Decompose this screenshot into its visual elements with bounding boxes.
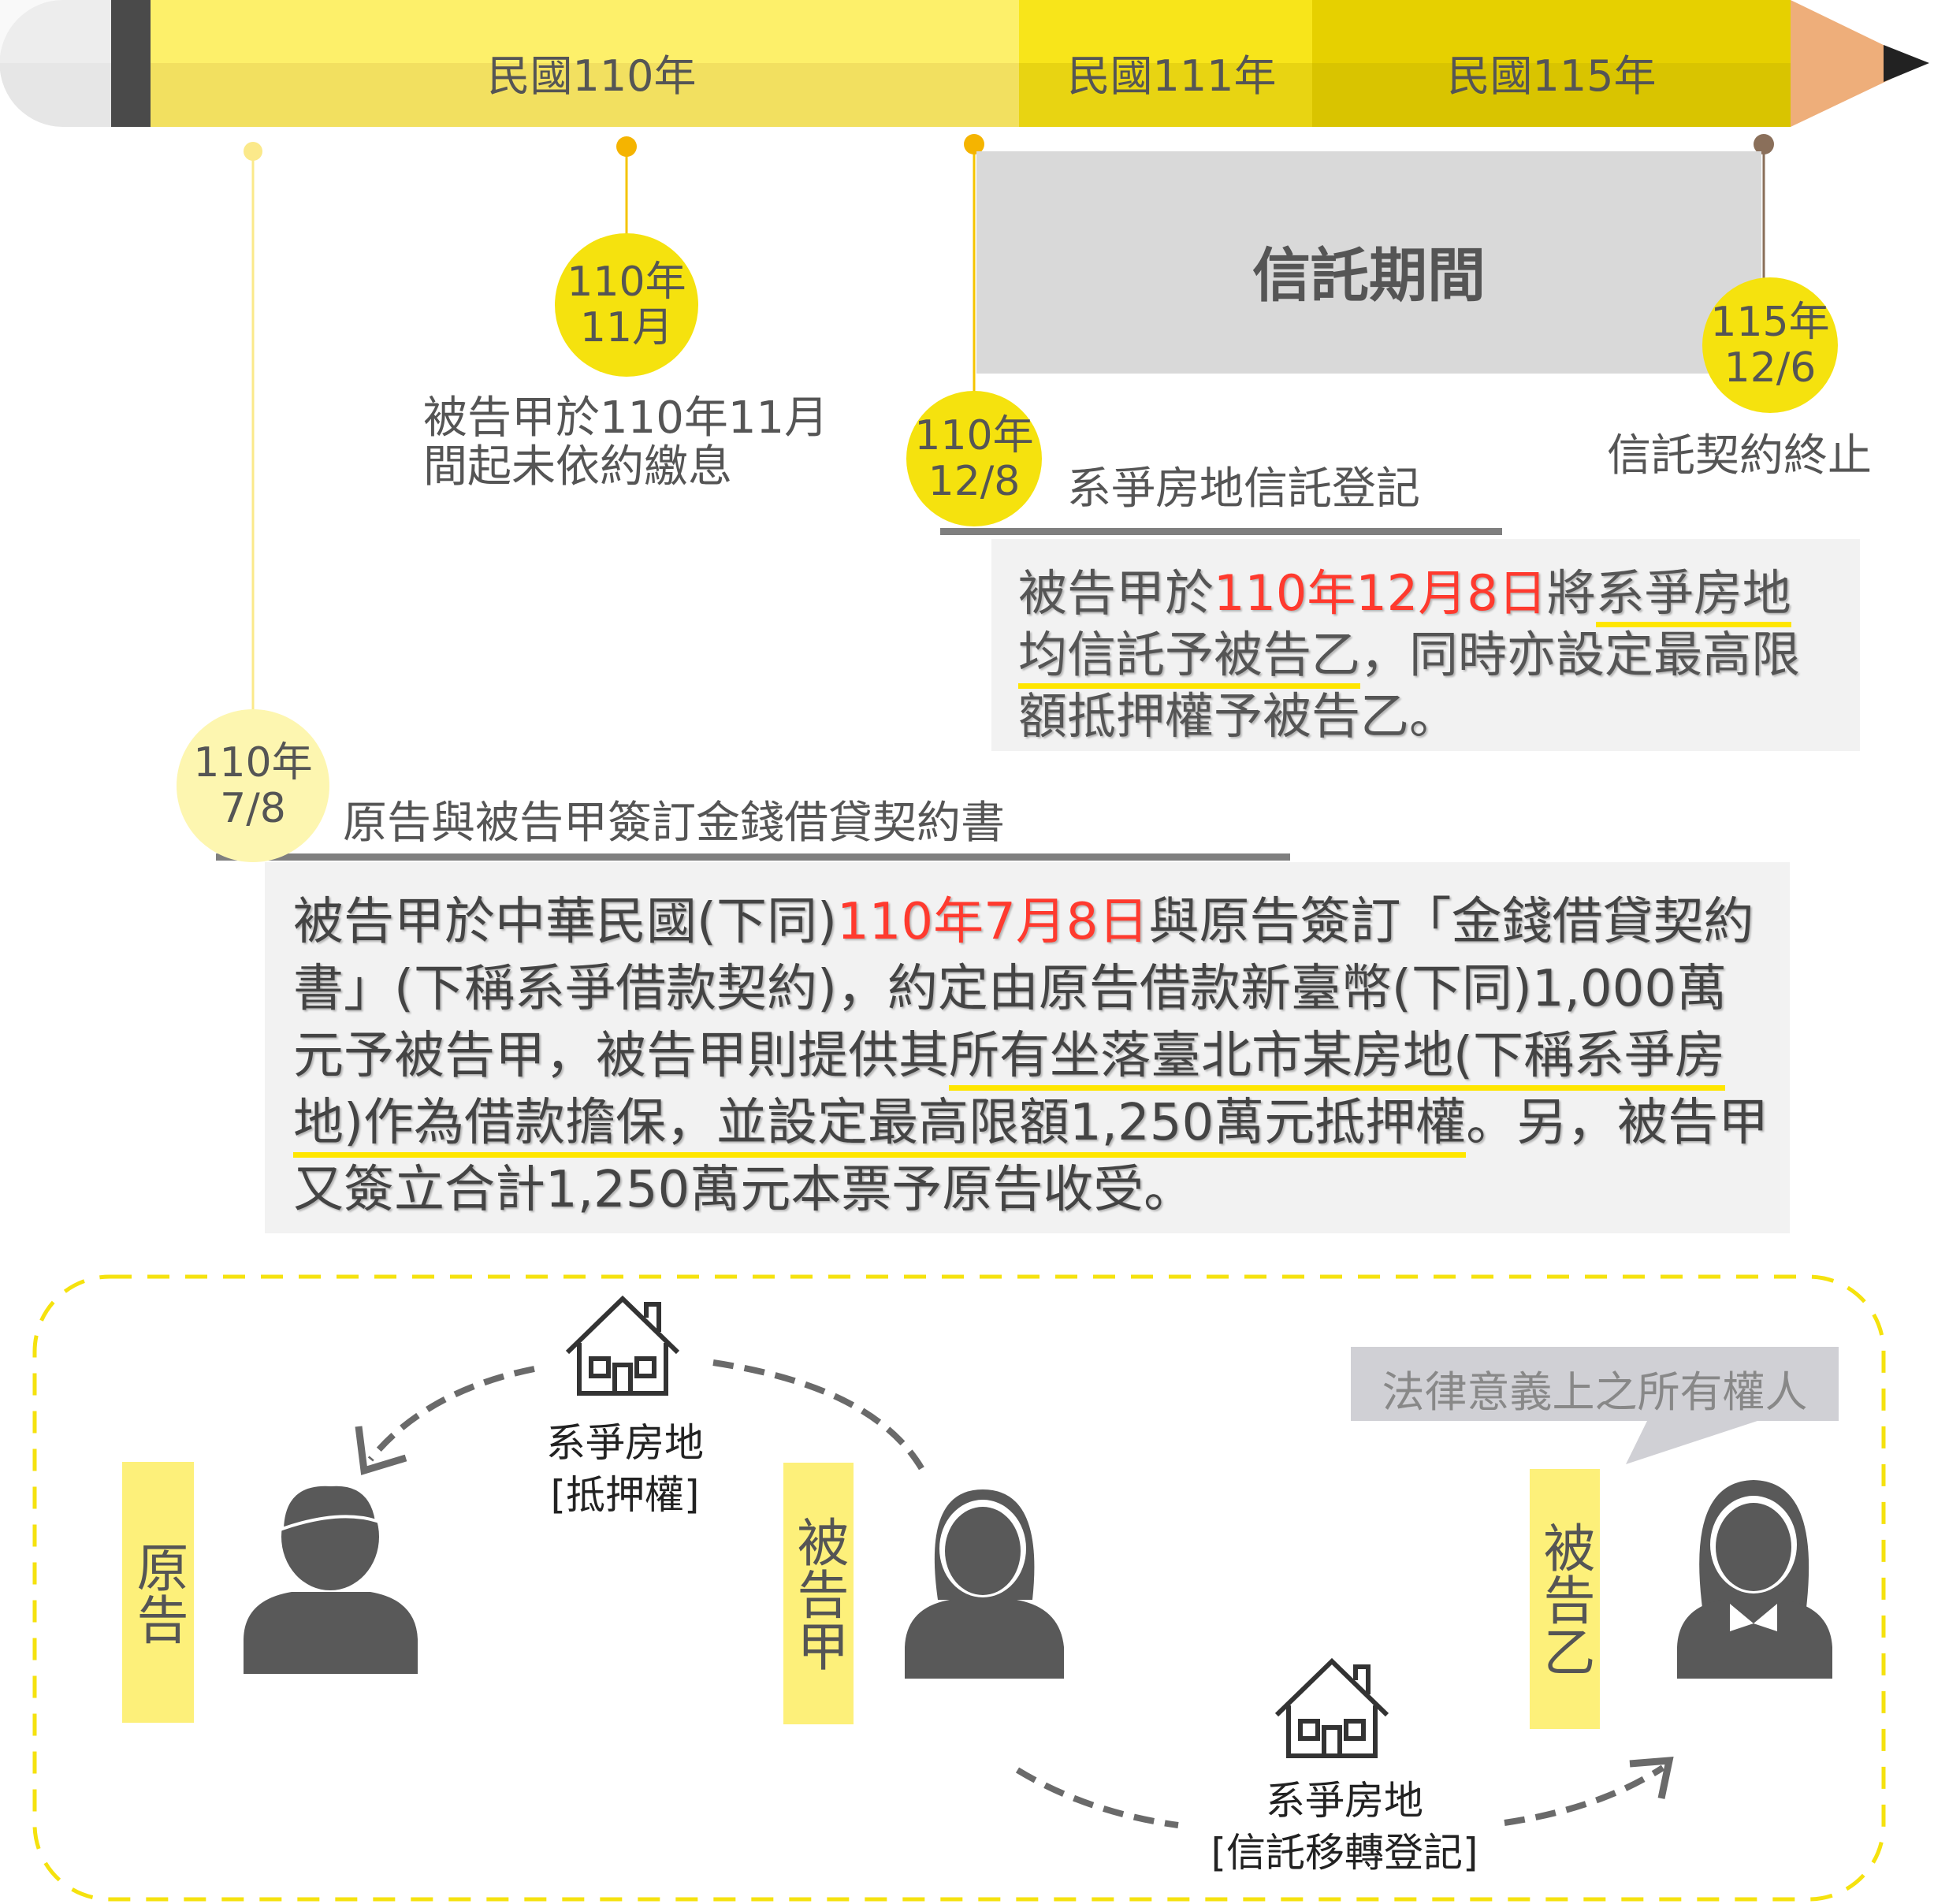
- event-detail-box: 被告甲於110年12月8日將系爭房地均信託予被告乙，同時亦設定最高限額抵押權予被…: [991, 539, 1860, 751]
- event-title: 系爭房地信託登記: [1067, 463, 1420, 515]
- house-icon: [565, 1295, 680, 1396]
- pencil-band: [111, 0, 151, 127]
- callout-text: 法律意義上之所有權人: [1382, 1367, 1808, 1417]
- plaintiff-label: 原告: [122, 1462, 194, 1723]
- era-label-111: 民國111年: [1067, 51, 1277, 101]
- event-text: 信託契約終止: [1607, 430, 1872, 482]
- event-detail-box: 被告甲於中華民國(下同)110年7月8日與原告簽訂「金錢借貸契約書」(下稱系爭借…: [265, 862, 1790, 1233]
- trust-period-label: 信託期間: [1252, 242, 1486, 310]
- trust-period-bar: [976, 151, 1761, 374]
- defendant-b-person-icon: [1677, 1480, 1832, 1679]
- era-label-110: 民國110年: [487, 51, 697, 101]
- trust-caption: 系爭房地[信託移轉登記]: [1211, 1778, 1478, 1876]
- callout-bubble: [1351, 1347, 1839, 1464]
- parties-frame: [32, 1274, 1886, 1902]
- plaintiff-person-icon: [244, 1482, 418, 1674]
- era-label-115: 民國115年: [1447, 51, 1657, 101]
- pencil-tip: [1791, 0, 1891, 127]
- defendant-a-label: 被告甲: [783, 1463, 854, 1724]
- defendant-a-person-icon: [905, 1489, 1064, 1679]
- event-text: 被告甲於110年11月間起未依約繳息: [423, 392, 829, 493]
- arrow-mortgage: [367, 1366, 535, 1462]
- house-icon: [1274, 1657, 1389, 1758]
- defendant-b-label: 被告乙: [1530, 1469, 1600, 1729]
- arrow-trust: [1504, 1765, 1665, 1826]
- event-title: 原告與被告甲簽訂金錢借貸契約書: [343, 798, 1005, 849]
- mortgage-caption: 系爭房地[抵押權]: [546, 1420, 704, 1518]
